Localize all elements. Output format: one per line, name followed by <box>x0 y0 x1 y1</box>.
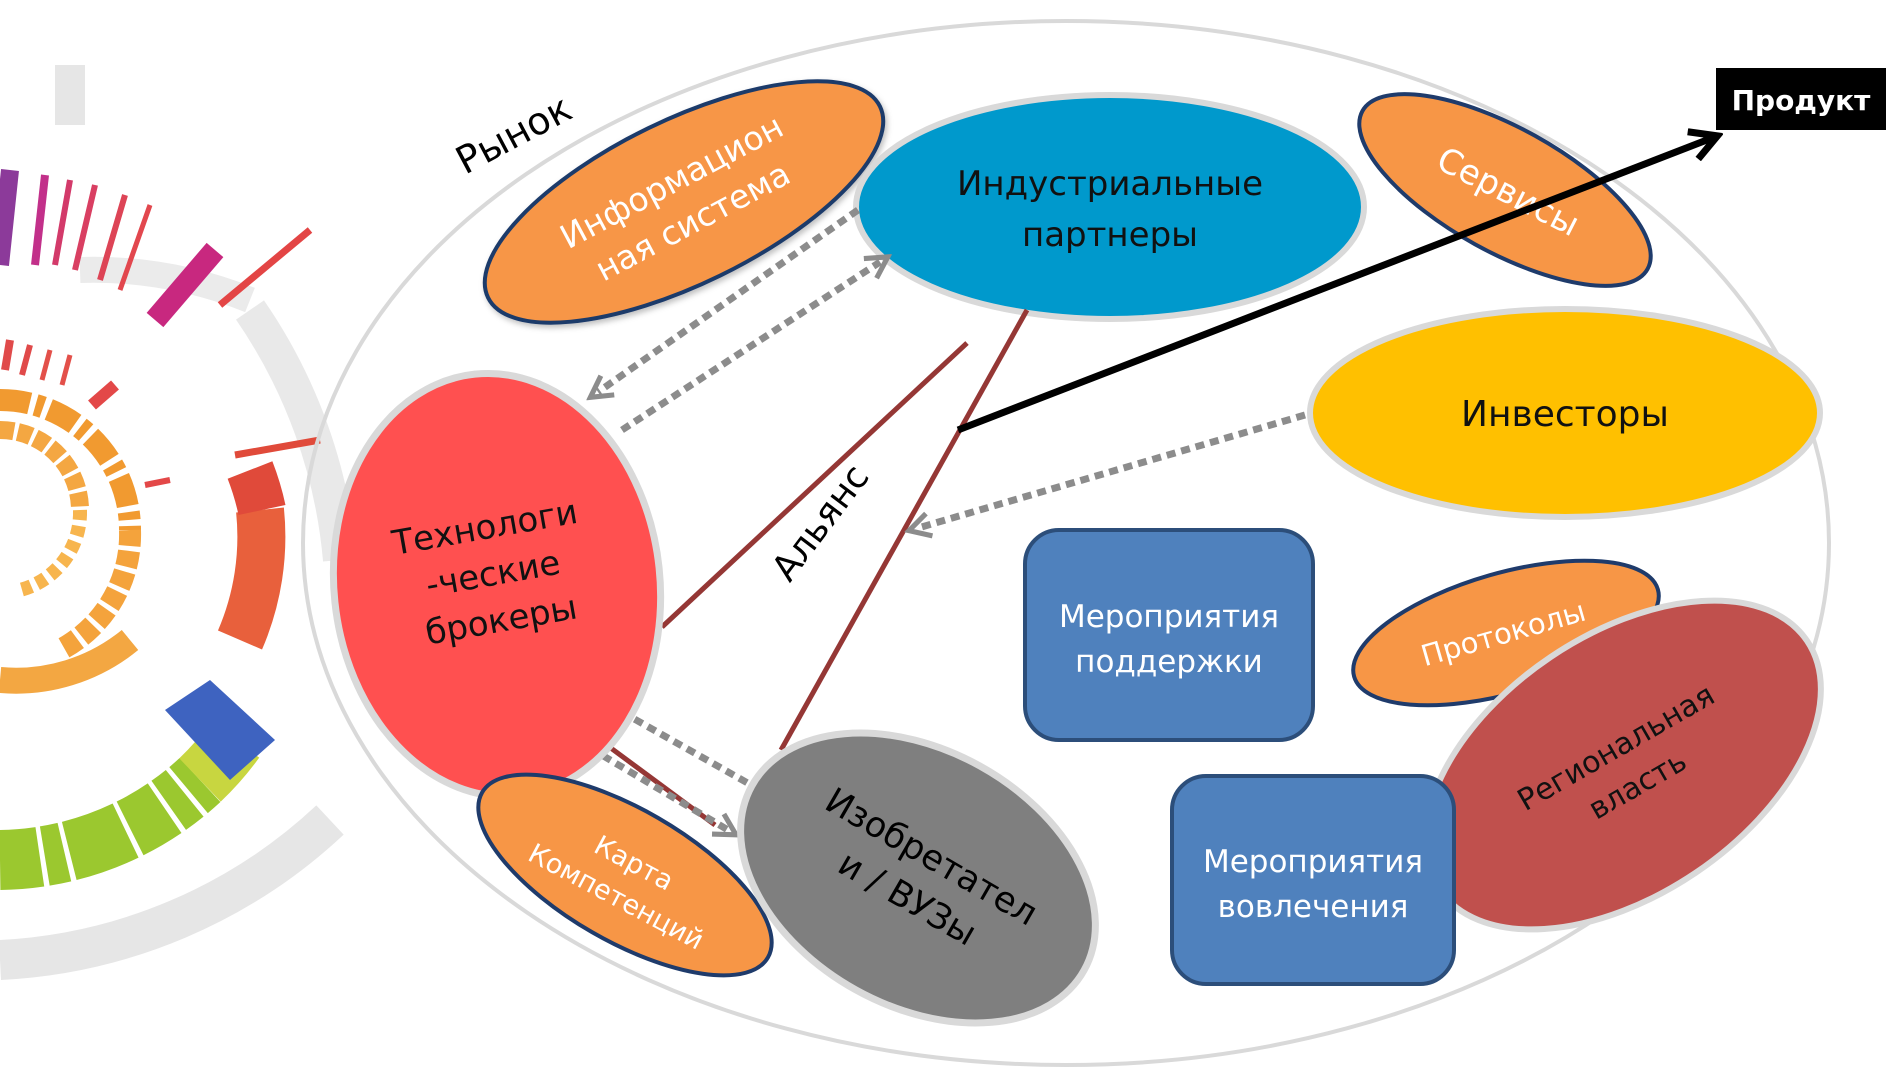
support-events-label-2: поддержки <box>1075 644 1263 680</box>
support-events-label-1: Мероприятия <box>1059 599 1279 635</box>
dotted-arrow <box>622 712 762 794</box>
engagement-events-label-1: Мероприятия <box>1203 844 1423 880</box>
alliance-line <box>660 341 969 629</box>
product-box[interactable] <box>1716 68 1886 130</box>
industrial-partners-label-2: партнеры <box>1022 215 1198 255</box>
dotted-arrow <box>918 411 1306 528</box>
product-arrow <box>956 138 1712 434</box>
engagement-events-label-2: вовлечения <box>1218 889 1409 925</box>
dotted-arrow <box>588 744 728 830</box>
services-node[interactable] <box>1332 57 1677 324</box>
support-events-box[interactable] <box>1023 528 1315 742</box>
engagement-events-box[interactable] <box>1170 774 1456 986</box>
market-ellipse <box>301 19 1831 1067</box>
dotted-arrow <box>598 207 861 392</box>
competence-map-node[interactable] <box>449 735 801 1014</box>
investors-label: Инвесторы <box>1461 394 1669 435</box>
market-label: Рынок <box>449 86 579 183</box>
product-label: Продукт <box>1732 84 1872 117</box>
industrial-partners-label-1: Индустриальные <box>957 164 1263 204</box>
industrial-partners-node[interactable] <box>853 92 1367 322</box>
inventors-universities-node[interactable] <box>690 674 1146 1072</box>
dotted-arrow <box>620 262 880 433</box>
decorative-radial-graphic <box>0 65 357 980</box>
information-system-node[interactable] <box>452 33 916 372</box>
dotted-arrows <box>588 207 1306 830</box>
investors-node[interactable] <box>1307 306 1823 520</box>
